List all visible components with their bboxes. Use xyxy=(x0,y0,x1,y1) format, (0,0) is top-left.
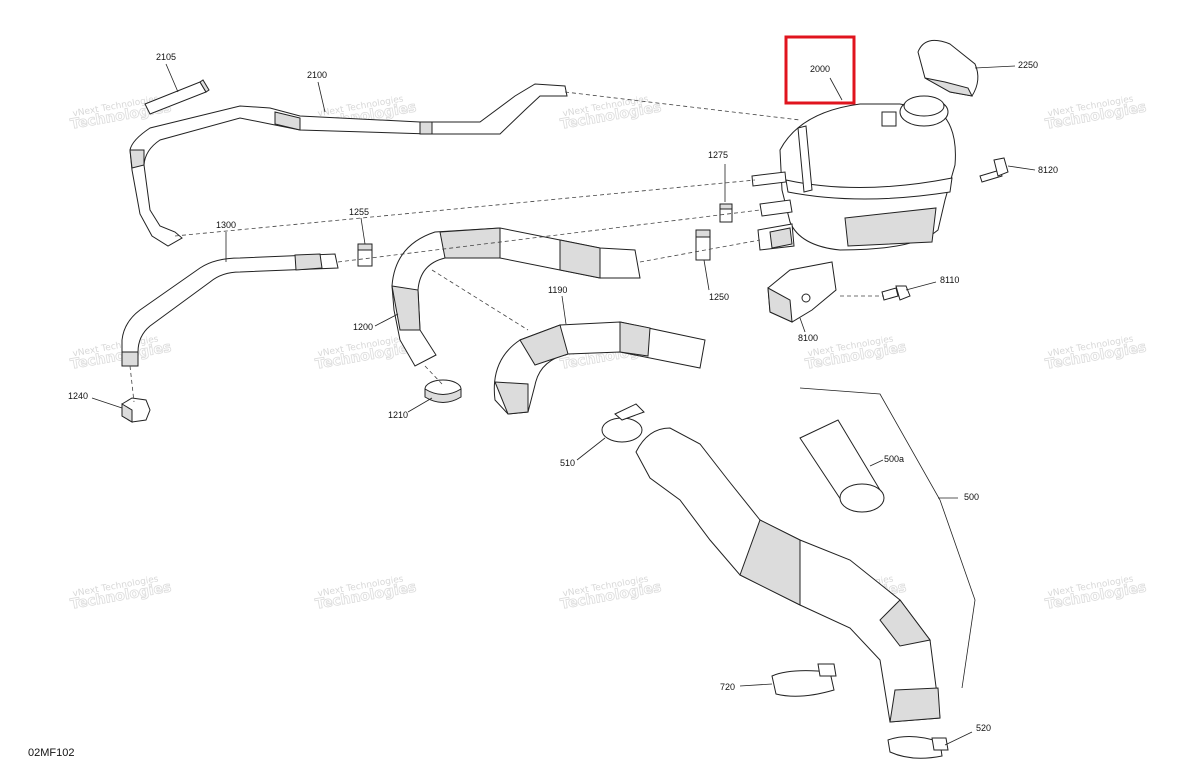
part-1275-clip xyxy=(719,203,733,223)
part-8110-bolt xyxy=(881,285,911,301)
part-1200-hose xyxy=(391,227,641,367)
part-1210-clamp xyxy=(424,379,462,403)
part-720-clamp xyxy=(771,663,837,697)
callout-1250: 1250 xyxy=(709,292,729,302)
callout-1210: 1210 xyxy=(388,410,408,420)
callout-8100: 8100 xyxy=(798,333,818,343)
callout-520: 520 xyxy=(976,723,991,733)
callout-500a: 500a xyxy=(884,454,904,464)
callout-8120: 8120 xyxy=(1038,165,1058,175)
callout-2000: 2000 xyxy=(810,64,830,74)
callout-1255: 1255 xyxy=(349,207,369,217)
callout-8110: 8110 xyxy=(940,275,959,285)
leader-lines xyxy=(91,63,1036,746)
part-500-hose xyxy=(635,427,941,723)
part-2105-hose xyxy=(144,79,210,115)
callout-2250: 2250 xyxy=(1018,60,1038,70)
part-1240-nut xyxy=(121,397,151,423)
part-2100-hose xyxy=(129,83,568,247)
drawing-code: 02MF102 xyxy=(28,747,74,759)
part-520-clamp xyxy=(887,736,949,759)
callout-2105: 2105 xyxy=(156,52,176,62)
part-1300-hose xyxy=(121,253,339,367)
part-1190-hose xyxy=(493,321,706,415)
part-1255-clip xyxy=(357,243,373,267)
callout-2100: 2100 xyxy=(307,70,327,80)
callout-1300: 1300 xyxy=(216,220,236,230)
callout-510: 510 xyxy=(560,458,575,468)
callout-720: 720 xyxy=(720,682,735,692)
connection-lines xyxy=(129,91,884,403)
callout-1200: 1200 xyxy=(353,322,373,332)
highlight-box xyxy=(784,35,856,105)
part-510-clamp xyxy=(601,403,645,443)
part-2250-cap xyxy=(917,39,979,97)
part-8120-bolt xyxy=(979,157,1009,183)
callout-1275: 1275 xyxy=(708,150,728,160)
part-8100-bracket xyxy=(767,261,837,323)
part-500a-sleeve xyxy=(799,419,885,513)
part-2000-reservoir xyxy=(751,95,956,251)
callout-500: 500 xyxy=(964,492,979,502)
callout-1190: 1190 xyxy=(548,285,567,295)
callout-1240: 1240 xyxy=(68,391,88,401)
callout-labels: 2105 2100 2000 2250 1275 8120 1300 1255 1250 8110… xyxy=(68,52,1058,733)
part-1250-clip xyxy=(695,229,711,261)
